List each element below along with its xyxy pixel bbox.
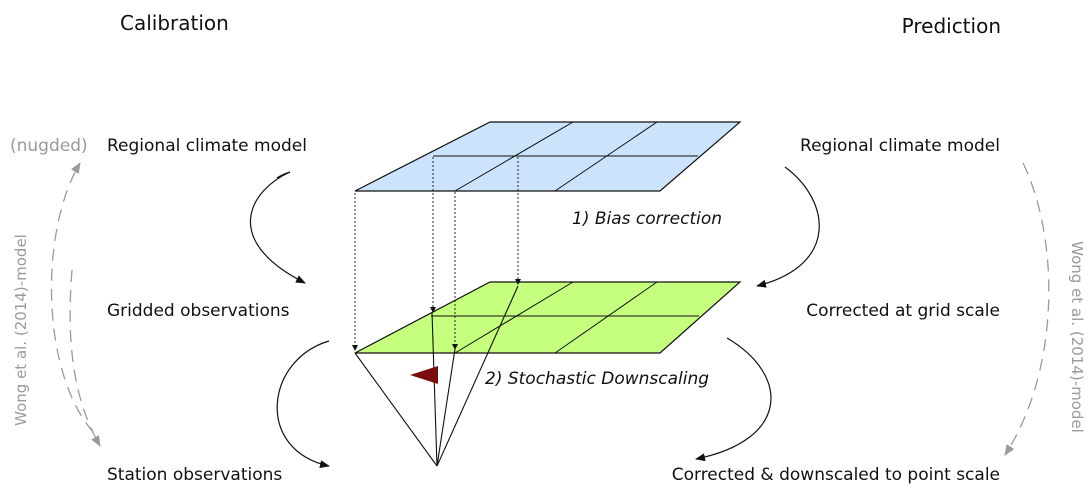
cone-line (436, 348, 456, 467)
calibration-header: Calibration (120, 11, 229, 35)
gridded-observations-label: Gridded observations (107, 301, 290, 321)
cone-line (436, 285, 519, 467)
right-dashed-arrow (1004, 162, 1050, 456)
stochastic-downscaling-label: 2) Stochastic Downscaling (485, 369, 709, 389)
left-arrow-upper-tail (276, 171, 291, 179)
right-rcm-label: Regional climate model (800, 136, 1000, 156)
downscaling-cone (354, 285, 519, 467)
rcm-grid (354, 121, 742, 192)
obs-grid-line (554, 281, 658, 354)
right-arrow-upper (756, 166, 820, 288)
obs-grid-plane (354, 281, 742, 354)
projection-lines (352, 157, 521, 351)
left-dashed-arrow-up (50, 162, 94, 433)
cone-line (431, 311, 438, 467)
right-arrow-lower (695, 337, 772, 462)
rcm-grid-line (554, 121, 658, 192)
station-observations-label: Station observations (107, 465, 282, 485)
left-arrow-lower (276, 340, 330, 468)
obs-grid-line (454, 281, 574, 354)
left-arrow-upper (249, 171, 306, 284)
station-flag-icon (410, 366, 438, 384)
obs-grid (354, 281, 742, 354)
corrected-grid-label: Corrected at grid scale (806, 301, 1000, 321)
left-dashed-arrow-down (69, 269, 101, 447)
nudged-label: (nugded) (10, 136, 88, 156)
right-model-label: Wong et al. (2014)-model (1068, 241, 1086, 433)
prediction-header: Prediction (902, 14, 1001, 38)
cone-line (354, 352, 438, 467)
left-model-label: Wong et al. (2014)-model (12, 234, 30, 426)
rcm-grid-line (454, 121, 574, 192)
bias-correction-label: 1) Bias correction (572, 209, 722, 229)
left-rcm-label: Regional climate model (107, 136, 307, 156)
corrected-point-label: Corrected & downscaled to point scale (672, 465, 1000, 485)
